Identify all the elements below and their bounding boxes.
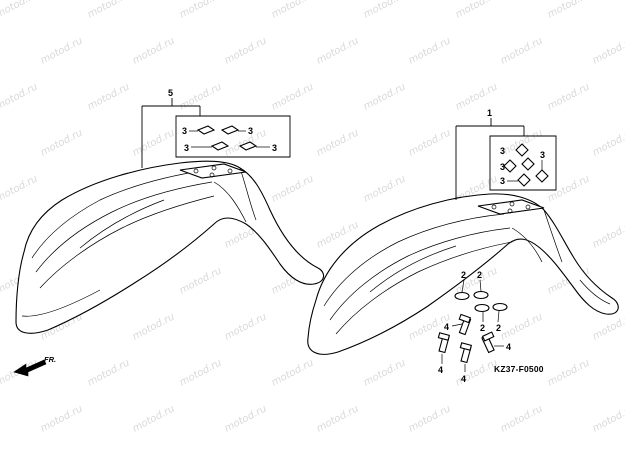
callout-3: 3 [500,162,505,172]
watermark-text: motod.ru [131,311,177,342]
callout-group-1: 1 [455,108,525,200]
front-fender-right[interactable] [307,193,619,355]
setting-nut-box-right: 3 3 3 3 [489,135,557,191]
watermark-text: motod.ru [270,81,316,112]
setting-nut-left-2[interactable]: 3 [220,125,253,136]
watermark-text: motod.ru [499,311,545,342]
setting-nut-left-3[interactable]: 3 [184,141,230,153]
watermark-text: motod.ru [178,81,224,112]
watermark-text: motod.ru [223,403,269,434]
bolt-3[interactable]: 4 [459,342,473,384]
setting-nut-right-4[interactable]: 3 [535,150,549,183]
callout-3: 3 [500,176,505,186]
front-fender-left[interactable] [15,160,325,334]
watermark-text: motod.ru [270,173,316,204]
watermark-text: motod.ru [131,35,177,66]
watermark-text: motod.ru [546,357,592,388]
watermark-text: motod.ru [546,0,592,21]
watermark-text: motod.ru [454,81,500,112]
watermark-text: motod.ru [86,357,132,388]
watermark-text: motod.ru [362,173,408,204]
watermark-text: motod.ru [454,0,500,21]
callout-3: 3 [272,143,277,153]
watermark-text: motod.ru [39,127,85,158]
watermark-text: motod.ru [362,357,408,388]
watermark-text: motod.ru [591,403,625,434]
setting-nut-right-2[interactable]: 3 [500,159,517,173]
callout-2: 2 [477,270,482,280]
bolt-2[interactable]: 4 [437,332,451,375]
watermark-text: motod.ru [0,173,40,204]
watermark-text: motod.ru [86,0,132,21]
bolt-1[interactable]: 4 [444,313,472,336]
callout-4: 4 [438,365,443,375]
callout-3: 3 [500,146,505,156]
washer-3[interactable]: 2 [474,303,490,334]
watermark-text: motod.ru [39,403,85,434]
setting-nut-right-1[interactable]: 3 [500,143,529,157]
callout-label-1: 1 [487,108,492,118]
callout-label-5: 5 [168,88,173,98]
callout-2: 2 [461,270,466,280]
arrow-left-icon [13,359,47,377]
watermark-text: motod.ru [86,81,132,112]
setting-nut-right-3[interactable] [521,157,535,171]
watermark-text: motod.ru [591,127,625,158]
washer-1[interactable]: 2 [454,270,470,301]
watermark-text: motod.ru [270,357,316,388]
watermark-text: motod.ru [407,127,453,158]
watermark-text: motod.ru [499,403,545,434]
callout-4: 4 [461,374,466,384]
setting-nut-left-1[interactable]: 3 [182,125,216,136]
watermark-text: motod.ru [315,403,361,434]
watermark-text: motod.ru [407,35,453,66]
washer-2[interactable]: 2 [473,270,489,300]
watermark-text: motod.ru [591,219,625,250]
callout-3: 3 [182,126,187,136]
watermark-text: motod.ru [499,35,545,66]
watermark-text: motod.ru [178,265,224,296]
callout-3: 3 [248,126,253,136]
watermark-text: motod.ru [223,311,269,342]
watermark-text: motod.ru [270,0,316,21]
watermark-text: motod.ru [0,81,40,112]
drawing-code: KZ37-F0500 [494,364,544,374]
callout-2: 2 [496,323,501,333]
bolt-group: 4 4 4 4 [437,313,511,384]
callout-2: 2 [480,323,485,333]
watermark-text: motod.ru [407,403,453,434]
setting-nut-box-left: 3 3 3 3 [175,115,291,158]
washer-group: 2 2 2 2 [454,270,508,334]
watermark-text: motod.ru [362,0,408,21]
watermark-text: motod.ru [131,127,177,158]
callout-group-5: 5 [141,88,201,168]
front-direction-arrow: FR. [13,355,56,377]
watermark-text: motod.ru [315,35,361,66]
watermark-text: motod.ru [39,35,85,66]
callout-4: 4 [506,342,511,352]
watermark-text: motod.ru [546,81,592,112]
washer-4[interactable]: 2 [492,302,508,334]
watermark-text: motod.ru [315,127,361,158]
callout-4: 4 [444,322,449,332]
watermark-text: motod.ru [591,311,625,342]
watermark-text: motod.ru [0,0,40,21]
setting-nut-left-4[interactable]: 3 [238,141,277,153]
bolt-4[interactable]: 4 [481,331,511,354]
direction-label: FR. [44,355,56,364]
callout-3: 3 [184,143,189,153]
watermark-text: motod.ru [178,0,224,21]
setting-nut-right-5[interactable]: 3 [500,173,531,187]
watermark-text: motod.ru [131,403,177,434]
watermark-text: motod.ru [362,81,408,112]
callout-3: 3 [540,150,545,160]
watermark-text: motod.ru [591,35,625,66]
watermark-text: motod.ru [178,357,224,388]
watermark-text: motod.ru [546,173,592,204]
watermark-text: motod.ru [223,35,269,66]
